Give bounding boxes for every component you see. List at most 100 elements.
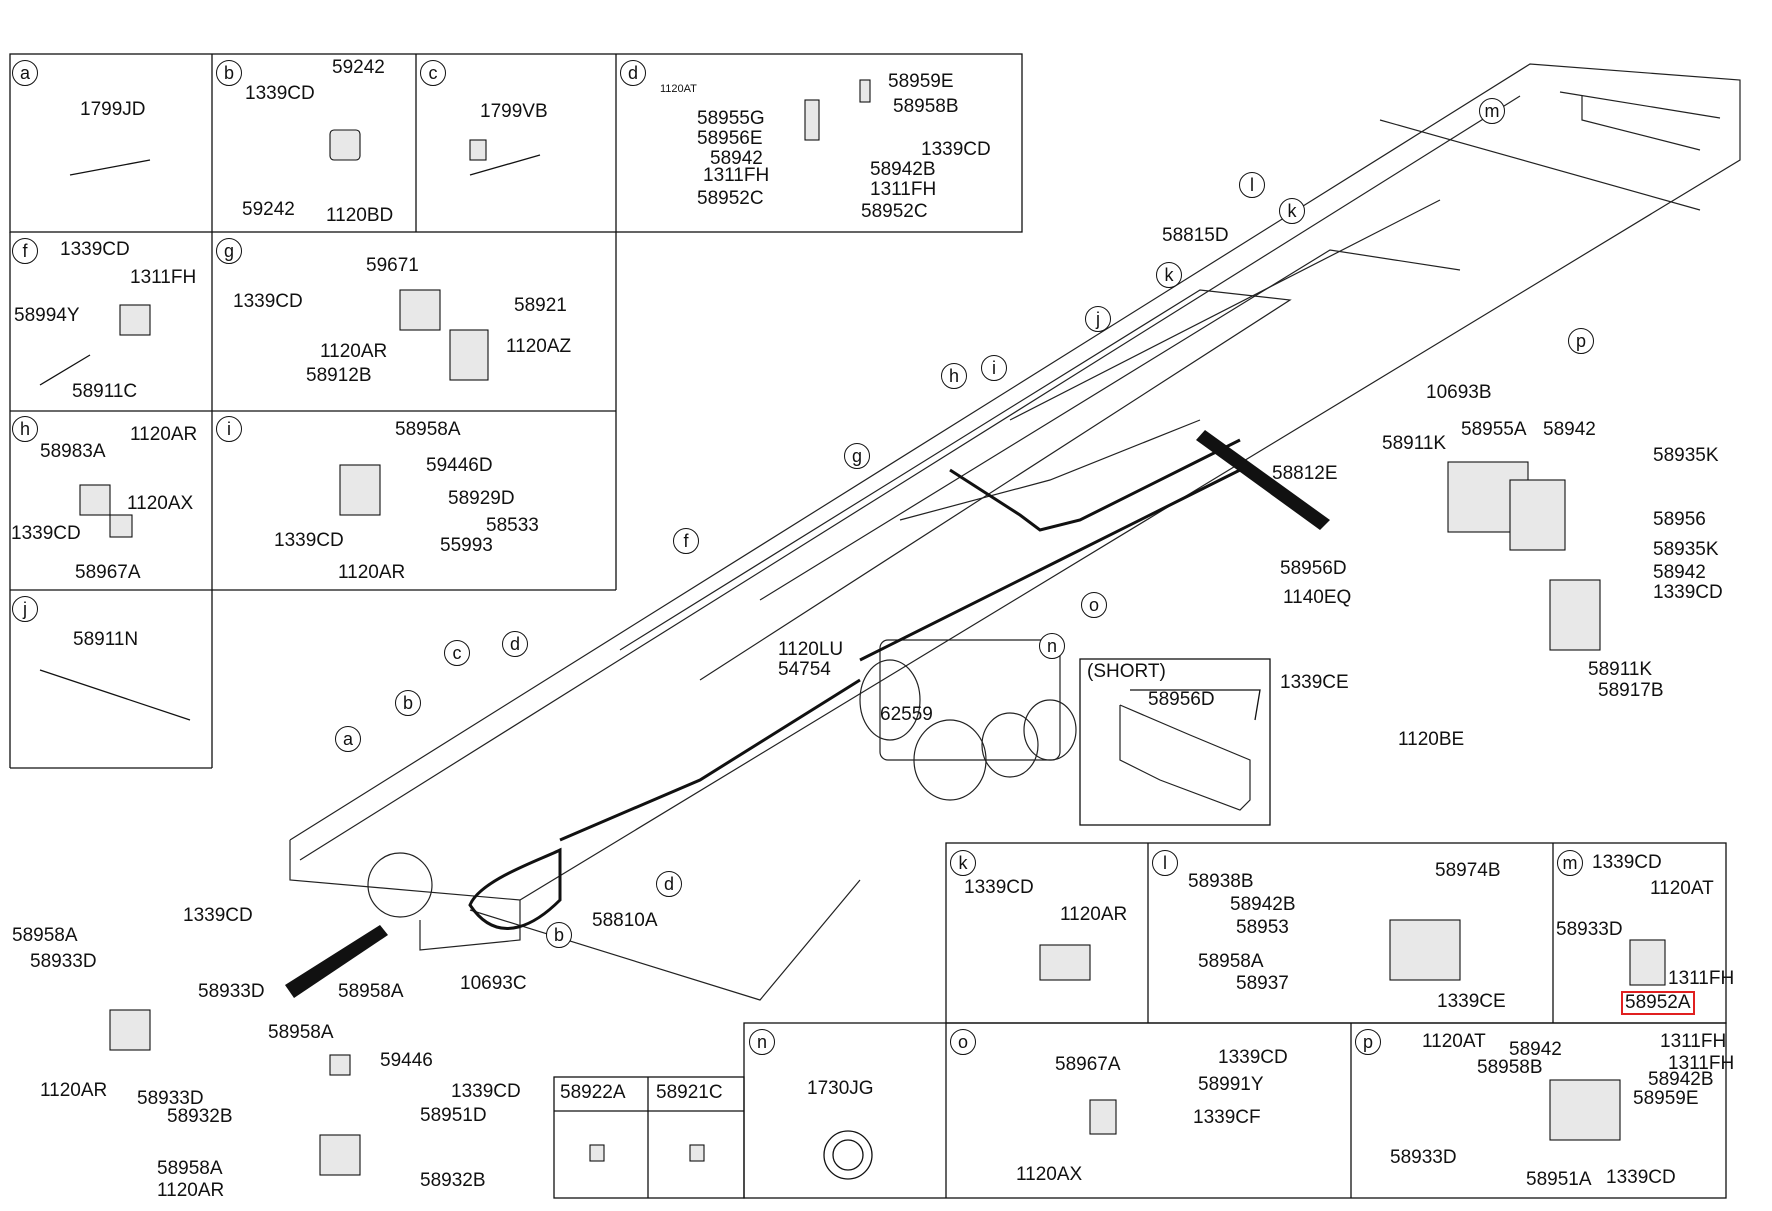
- part-label: 1339CD: [245, 83, 315, 104]
- part-label: 58533: [486, 515, 539, 536]
- part-label: 58911K: [1382, 433, 1447, 454]
- part-label: 58933D: [30, 951, 97, 972]
- part-label: 1339CD: [964, 877, 1034, 898]
- panel-key-n: n: [749, 1029, 775, 1055]
- panel-key-f: f: [12, 238, 38, 264]
- callout-key-m: m: [1479, 98, 1505, 124]
- part-label: 58812E: [1272, 463, 1338, 484]
- part-label: 58921C: [656, 1082, 723, 1103]
- panel-key-c: c: [420, 60, 446, 86]
- part-label: 58935K: [1653, 445, 1719, 466]
- panel-key-a: a: [12, 60, 38, 86]
- part-label: 58942B: [870, 159, 936, 180]
- part-label: 58935K: [1653, 539, 1719, 560]
- part-label: 58952C: [861, 201, 928, 222]
- part-label: 1339CD: [60, 239, 130, 260]
- part-label: 58929D: [448, 488, 515, 509]
- part-label: 58911K: [1588, 659, 1653, 680]
- callout-key-k: k: [1156, 262, 1182, 288]
- part-label: 58933D: [137, 1088, 204, 1109]
- part-label: 1339CD: [274, 530, 344, 551]
- part-label: 58951A: [1526, 1169, 1592, 1190]
- part-label: 1120AR: [157, 1180, 225, 1201]
- panel-key-b: b: [216, 60, 242, 86]
- part-label: 58991Y: [1198, 1074, 1264, 1095]
- part-label: 1120AR: [1060, 904, 1128, 925]
- part-label: 1120AR: [320, 341, 388, 362]
- part-label: 1339CD: [233, 291, 303, 312]
- part-label: 59671: [366, 255, 419, 276]
- part-label: 58911N: [73, 629, 139, 650]
- callout-key-k: k: [1279, 198, 1305, 224]
- part-label: 1120LU: [778, 639, 844, 660]
- part-label: 1120AZ: [506, 336, 572, 357]
- part-label: 59446: [380, 1050, 433, 1071]
- part-label: 58917B: [1598, 680, 1664, 701]
- part-label: 10693C: [460, 973, 527, 994]
- part-label: 1120BD: [326, 205, 394, 226]
- part-label: 1311FH: [1668, 968, 1735, 989]
- part-label: 58932B: [420, 1170, 486, 1191]
- part-label: 58956D: [1280, 558, 1347, 579]
- part-label: 58958A: [338, 981, 404, 1002]
- part-label: 59446D: [426, 455, 493, 476]
- part-label: 1120AR: [130, 424, 198, 445]
- part-label: 55993: [440, 535, 493, 556]
- part-label: 1120AX: [127, 493, 194, 514]
- panel-key-d: d: [620, 60, 646, 86]
- panel-key-i: i: [216, 416, 242, 442]
- part-label: 1140EQ: [1283, 587, 1352, 608]
- part-label: 1311FH: [870, 179, 937, 200]
- part-label: 62559: [880, 704, 933, 725]
- part-label: 58942B: [1230, 894, 1296, 915]
- part-label: 58958A: [157, 1158, 223, 1179]
- part-label: 58921: [514, 295, 567, 316]
- part-label: 1799VB: [480, 101, 548, 122]
- part-label: 1311FH: [1668, 1053, 1735, 1074]
- callout-key-f: f: [673, 528, 699, 554]
- part-label: 58956: [1653, 509, 1706, 530]
- part-label: 1339CE: [1280, 672, 1349, 693]
- callout-key-d: d: [656, 871, 682, 897]
- part-label: 1339CD: [183, 905, 253, 926]
- part-label: 1339CD: [1592, 852, 1662, 873]
- callout-key-p: p: [1568, 328, 1594, 354]
- panel-key-p: p: [1355, 1029, 1381, 1055]
- part-label: 1120AT: [1650, 878, 1714, 899]
- part-label: 1339CD: [1606, 1167, 1676, 1188]
- part-label: 58815D: [1162, 225, 1229, 246]
- part-label: 1730JG: [807, 1078, 874, 1099]
- part-label: 58933D: [1556, 919, 1623, 940]
- callout-key-n: n: [1039, 633, 1065, 659]
- part-label: 1311FH: [130, 267, 197, 288]
- part-label: 58952C: [697, 188, 764, 209]
- part-label: 58933D: [198, 981, 265, 1002]
- part-label: 58967A: [1055, 1054, 1121, 1075]
- callout-key-l: l: [1239, 172, 1265, 198]
- part-label: 1120AT: [660, 83, 697, 95]
- callout-key-h: h: [941, 363, 967, 389]
- part-label: 59242: [332, 57, 385, 78]
- part-label: 58942: [1653, 562, 1706, 583]
- part-label: 1339CD: [451, 1081, 521, 1102]
- part-label: 58956E: [697, 128, 763, 149]
- part-label: 58912B: [306, 365, 372, 386]
- part-label: 1311FH: [1660, 1031, 1727, 1052]
- callout-key-a: a: [335, 726, 361, 752]
- part-label: 1120AT: [1422, 1031, 1486, 1052]
- part-label: 1311FH: [703, 165, 770, 186]
- part-label: 58953: [1236, 917, 1289, 938]
- panel-key-o: o: [950, 1029, 976, 1055]
- part-label: 58938B: [1188, 871, 1254, 892]
- short-box-title: (SHORT): [1087, 661, 1166, 682]
- part-label: 58942: [1509, 1039, 1562, 1060]
- top-panel-frame: [9, 53, 1023, 233]
- part-label: 58958A: [12, 925, 78, 946]
- highlighted-part-label: 58952A: [1621, 991, 1695, 1015]
- part-label: 58958A: [268, 1022, 334, 1043]
- part-label: 58994Y: [14, 305, 80, 326]
- part-label: 1339CD: [1653, 582, 1723, 603]
- part-label: 58951D: [420, 1105, 487, 1126]
